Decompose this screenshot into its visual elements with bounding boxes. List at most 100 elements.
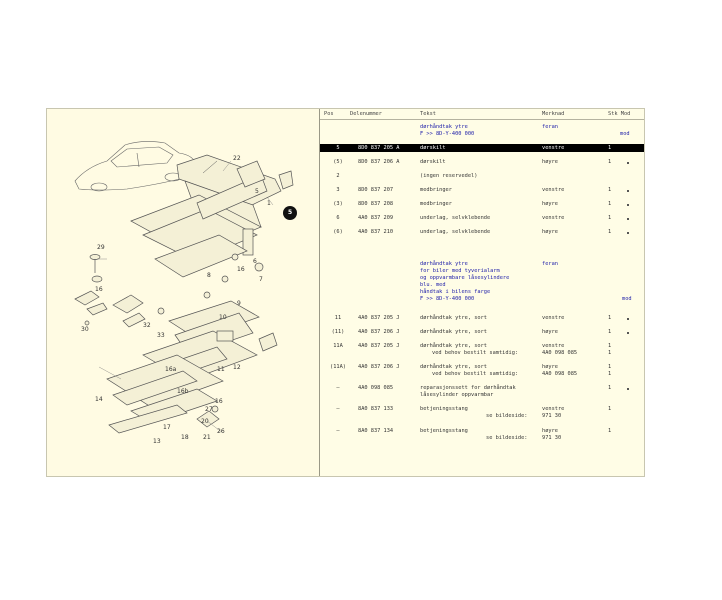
callout-label[interactable]: 26: [217, 428, 225, 435]
part-qty: 1: [608, 406, 612, 412]
table-row[interactable]: dørhåndtak ytre feran: [320, 123, 644, 131]
table-row[interactable]: (3) 8D0 837 208 medbringer høyre 1: [320, 200, 644, 208]
callout-label[interactable]: 16a: [165, 366, 177, 373]
part-marking: høyre: [542, 329, 558, 335]
callout-label[interactable]: 33: [157, 332, 165, 339]
callout-label[interactable]: 16: [237, 266, 245, 273]
column-header-partnumber[interactable]: Delenummer: [350, 111, 382, 117]
part-qty: 1: [608, 145, 612, 151]
part-number: 4A0 837 209: [358, 215, 394, 221]
part-qty-detail: 1: [608, 350, 612, 356]
exploded-diagram-pane: 22 1 5 29 16 32 33 30 14 16a 16b 17 18 2…: [47, 109, 320, 476]
selected-callout-marker[interactable]: [283, 206, 297, 220]
callout-label[interactable]: 16: [95, 286, 103, 293]
callout-label[interactable]: 1: [267, 200, 271, 207]
part-marking: venstre: [542, 315, 565, 321]
table-row-continuation: ved behov bestilt samtidig: 4A0 098 085 …: [320, 370, 644, 378]
note-model: mod: [622, 296, 632, 302]
part-pos: 6: [336, 215, 340, 221]
callout-label[interactable]: 10: [219, 314, 227, 321]
part-qty: 1: [608, 215, 612, 221]
table-row[interactable]: 3 8D0 837 207 medbringer venstre 1: [320, 186, 644, 194]
callout-label[interactable]: 6: [253, 258, 257, 265]
column-header-marking[interactable]: Merknad: [542, 111, 565, 117]
callout-label[interactable]: 20: [201, 418, 209, 425]
part-marking: venstre: [542, 145, 565, 151]
callout-label[interactable]: 16: [215, 398, 223, 405]
part-marking-detail: 4A0 098 085: [542, 350, 578, 356]
part-text: betjeningsstang: [420, 428, 468, 434]
part-text-detail: se bildeside:: [486, 413, 528, 419]
column-header-text[interactable]: Tekst: [420, 111, 436, 117]
table-row-continuation: se bildeside: 971 30: [320, 434, 644, 442]
part-qty: 1: [608, 364, 612, 370]
callout-label[interactable]: 21: [203, 434, 211, 441]
callout-label[interactable]: 7: [259, 276, 263, 283]
callout-label[interactable]: 5: [255, 188, 259, 195]
part-pos: (6): [333, 229, 343, 235]
table-row-continuation: F >> 8D-Y-400 000 mod: [320, 130, 644, 138]
part-number: 8D0 837 208: [358, 201, 394, 207]
callout-label[interactable]: 22: [233, 155, 241, 162]
parts-catalog-viewer: 22 1 5 29 16 32 33 30 14 16a 16b 17 18 2…: [46, 108, 645, 477]
table-row[interactable]: – 8A0 837 133 betjeningsstang venstre 1: [320, 405, 644, 413]
part-text: dørhåndtak ytre, sort: [420, 329, 487, 335]
part-number: 8A0 837 134: [358, 428, 394, 434]
part-text: dørhåndtak ytre, sort: [420, 343, 487, 349]
part-pos: (3): [333, 201, 343, 207]
callout-label[interactable]: 16b: [177, 388, 189, 395]
group-note-block[interactable]: dørhåndtak ytre for biler med tyverialar…: [320, 261, 644, 311]
note-line: blu. med: [420, 282, 446, 288]
part-pos: –: [336, 406, 340, 412]
callout-label[interactable]: 32: [143, 322, 151, 329]
parts-list-pane: Pos Delenummer Tekst Merknad Stk Mod dør…: [320, 109, 644, 476]
table-row[interactable]: (5) 8D0 837 206 A dørskilt høyre 1: [320, 158, 644, 166]
callout-label[interactable]: 29: [97, 244, 105, 251]
part-text: dørskilt: [420, 145, 446, 151]
part-pos: (11): [331, 329, 345, 335]
callout-label[interactable]: 18: [181, 434, 189, 441]
row-indicator-dot: [627, 332, 629, 334]
part-text: betjeningsstang: [420, 406, 468, 412]
callout-label[interactable]: 17: [163, 424, 171, 431]
lock-cylinder-parts: [74, 254, 165, 328]
part-marking: høyre: [542, 201, 558, 207]
part-qty: 1: [608, 329, 612, 335]
part-marking-detail: 4A0 098 085: [542, 371, 578, 377]
callout-label[interactable]: 12: [233, 364, 241, 371]
part-pos: (5): [333, 159, 343, 165]
table-row[interactable]: – 4A0 098 085 reparasjonssett for dørhån…: [320, 384, 644, 392]
callout-label[interactable]: 11: [217, 366, 225, 373]
column-header-pos[interactable]: Pos: [324, 111, 334, 117]
table-row[interactable]: 6 4A0 837 209 underlag, selvklebende ven…: [320, 214, 644, 222]
table-row-continuation: ved behov bestilt samtidig: 4A0 098 085 …: [320, 349, 644, 357]
part-number: 4A0 837 205 J: [358, 315, 400, 321]
part-number: 4A0 098 085: [358, 385, 394, 391]
part-pos: –: [336, 428, 340, 434]
table-row[interactable]: 11 4A0 837 205 J dørhåndtak ytre, sort v…: [320, 314, 644, 322]
table-row[interactable]: (11) 4A0 837 206 J dørhåndtak ytre, sort…: [320, 328, 644, 336]
callout-label[interactable]: 9: [237, 300, 241, 307]
table-row[interactable]: 2 (ingen reservedel): [320, 172, 644, 180]
callout-label[interactable]: 30: [81, 326, 89, 333]
table-row[interactable]: (11A) 4A0 837 206 J dørhåndtak ytre, sor…: [320, 363, 644, 371]
table-row[interactable]: (6) 4A0 837 210 underlag, selvklebende h…: [320, 228, 644, 236]
table-row[interactable]: 11A 4A0 837 205 J dørhåndtak ytre, sort …: [320, 342, 644, 350]
callout-label[interactable]: 8: [207, 272, 211, 279]
part-pos: 11: [334, 315, 342, 321]
table-row-selected[interactable]: 5 8D0 837 205 A dørskilt venstre 1: [320, 144, 644, 152]
column-header-qty-mod[interactable]: Stk Mod: [608, 111, 631, 117]
table-row[interactable]: – 8A0 837 134 betjeningsstang høyre 1: [320, 427, 644, 435]
callout-label[interactable]: 27: [205, 406, 213, 413]
row-indicator-dot: [627, 388, 629, 390]
part-marking: høyre: [542, 428, 558, 434]
note-marking: feran: [542, 261, 558, 267]
part-pos: –: [336, 385, 340, 391]
part-text-detail: ved behov bestilt samtidig:: [432, 371, 519, 377]
part-qty: 1: [608, 428, 612, 434]
callout-label[interactable]: 14: [95, 396, 103, 403]
callout-label[interactable]: 13: [153, 438, 161, 445]
part-pos: (11A): [330, 364, 346, 370]
part-number: 4A0 837 210: [358, 229, 394, 235]
selected-callout-label[interactable]: 5: [288, 209, 293, 216]
